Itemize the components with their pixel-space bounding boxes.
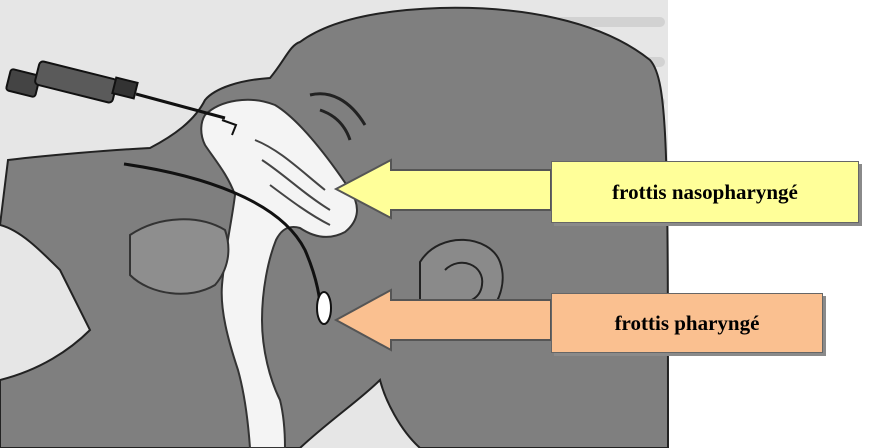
label-pharyngeal-text: frottis pharyngé (615, 311, 760, 336)
label-nasopharyngeal-text: frottis nasopharyngé (612, 180, 798, 205)
label-pharyngeal-swab: frottis pharyngé (551, 293, 823, 353)
label-nasopharyngeal-swab: frottis nasopharyngé (551, 161, 859, 223)
tongue (130, 219, 228, 293)
